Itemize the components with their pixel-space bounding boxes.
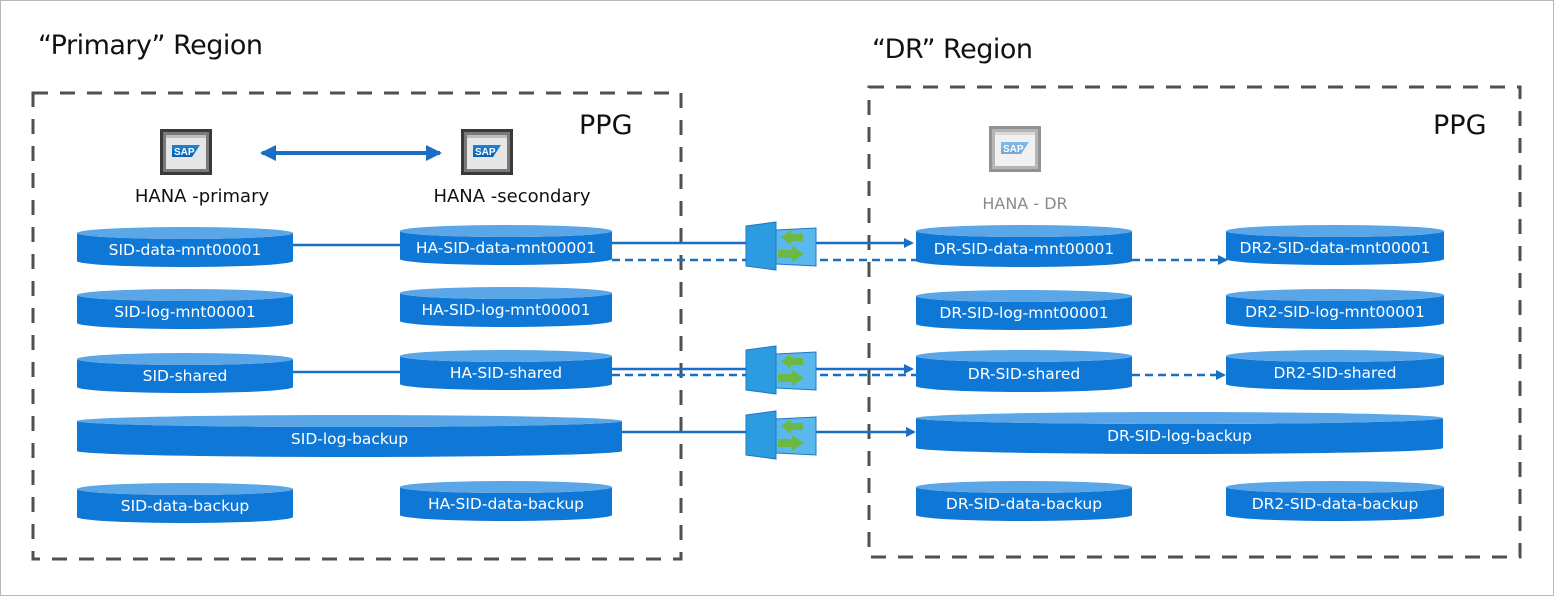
volume-secondary-shared: [400, 350, 612, 390]
ppg-box-dr: [867, 85, 1522, 559]
volume-primary-log-mnt: [77, 289, 293, 329]
cylinder-top: [77, 227, 293, 239]
cylinder-body: [916, 487, 1132, 521]
sap-dr-icon: SAP: [989, 126, 1041, 172]
ppg-box-primary: [31, 91, 683, 561]
replication-icon: [745, 345, 817, 395]
cylinder-body: [400, 487, 612, 521]
volume-dr-log-backup: [916, 412, 1443, 455]
cylinder-top: [400, 287, 612, 299]
volume-dr2-shared: [1226, 350, 1444, 390]
volumes: [77, 225, 1444, 523]
ppg-label-primary: PPG: [579, 110, 633, 141]
cylinder-body: [1226, 487, 1444, 521]
cylinder-body: [77, 359, 293, 393]
cylinder-top: [77, 353, 293, 365]
volume-primary-data-mnt: [77, 227, 293, 267]
cylinder-top: [400, 350, 612, 362]
sap-logo-icon: [473, 145, 501, 157]
cylinder-body: [916, 231, 1132, 267]
arrow-right-icon: [778, 370, 804, 386]
arrow-right-icon: [778, 246, 804, 262]
ppg-label-dr: PPG: [1433, 110, 1487, 141]
cylinder-body: [77, 233, 293, 267]
replication-icon: [745, 410, 817, 460]
cylinder-top: [916, 350, 1132, 362]
sap-icons: SAP SAP SAP: [160, 126, 1041, 175]
primary-region-title: “Primary” Region: [38, 30, 263, 61]
cylinder-body: [77, 489, 293, 523]
cylinder-body: [77, 295, 293, 329]
cylinder-top: [916, 290, 1132, 302]
arrow-right-icon: [778, 435, 804, 451]
dr-region-title: “DR” Region: [872, 34, 1033, 65]
cylinder-body: [400, 293, 612, 327]
volume-dr-data-mnt: [916, 225, 1132, 267]
volume-dr2-log-mnt: [1226, 289, 1444, 329]
cylinder-top: [400, 481, 612, 493]
volume-secondary-log-mnt: [400, 287, 612, 327]
cylinder-body: [916, 296, 1132, 330]
replication-icons: [745, 221, 817, 460]
arrow-left-icon: [781, 354, 803, 369]
hana-primary-label: HANA -primary: [134, 186, 270, 207]
volume-dr-data-backup: [916, 481, 1132, 521]
cylinder-top: [1226, 289, 1444, 301]
cylinder-top: [1226, 350, 1444, 362]
cylinder-top: [916, 225, 1132, 237]
cylinder-top: [916, 412, 1443, 424]
volume-secondary-data-backup: [400, 481, 612, 521]
arrow-left-icon: [781, 419, 803, 434]
sap-logo-icon: [1001, 142, 1029, 154]
volume-primary-data-backup: [77, 483, 293, 523]
svg-text:SAP: SAP: [1003, 144, 1024, 155]
cylinder-body: [1226, 356, 1444, 390]
cylinder-top: [77, 289, 293, 301]
hana-secondary-label: HANA -secondary: [433, 186, 591, 207]
volume-dr-log-mnt: [916, 290, 1132, 330]
volume-secondary-data-mnt: [400, 225, 612, 265]
volume-dr2-data-mnt: [1226, 225, 1444, 265]
volume-primary-shared: [77, 353, 293, 393]
svg-text:SAP: SAP: [174, 147, 195, 158]
volume-primary-log-backup: [77, 415, 622, 458]
sap-logo-icon: [172, 145, 200, 157]
hana-dr-label: HANA - DR: [982, 194, 1068, 213]
cylinder-top: [916, 481, 1132, 493]
cylinder-body: [400, 356, 612, 390]
replication-icon: [745, 221, 817, 271]
cylinder-body: [77, 421, 622, 458]
cylinder-body: [916, 418, 1443, 455]
volume-dr2-data-backup: [1226, 481, 1444, 521]
cylinder-body: [916, 356, 1132, 392]
cylinder-top: [1226, 225, 1444, 237]
svg-text:SAP: SAP: [475, 147, 496, 158]
cylinder-body: [1226, 295, 1444, 329]
volume-dr-shared: [916, 350, 1132, 392]
sap-secondary-icon: SAP: [461, 129, 513, 175]
cylinder-body: [1226, 231, 1444, 265]
cylinder-body: [400, 231, 612, 265]
cylinder-top: [1226, 481, 1444, 493]
cylinder-top: [77, 483, 293, 495]
cylinder-top: [77, 415, 622, 427]
sap-primary-icon: SAP: [160, 129, 212, 175]
arrow-left-icon: [781, 230, 803, 245]
cylinder-top: [400, 225, 612, 237]
